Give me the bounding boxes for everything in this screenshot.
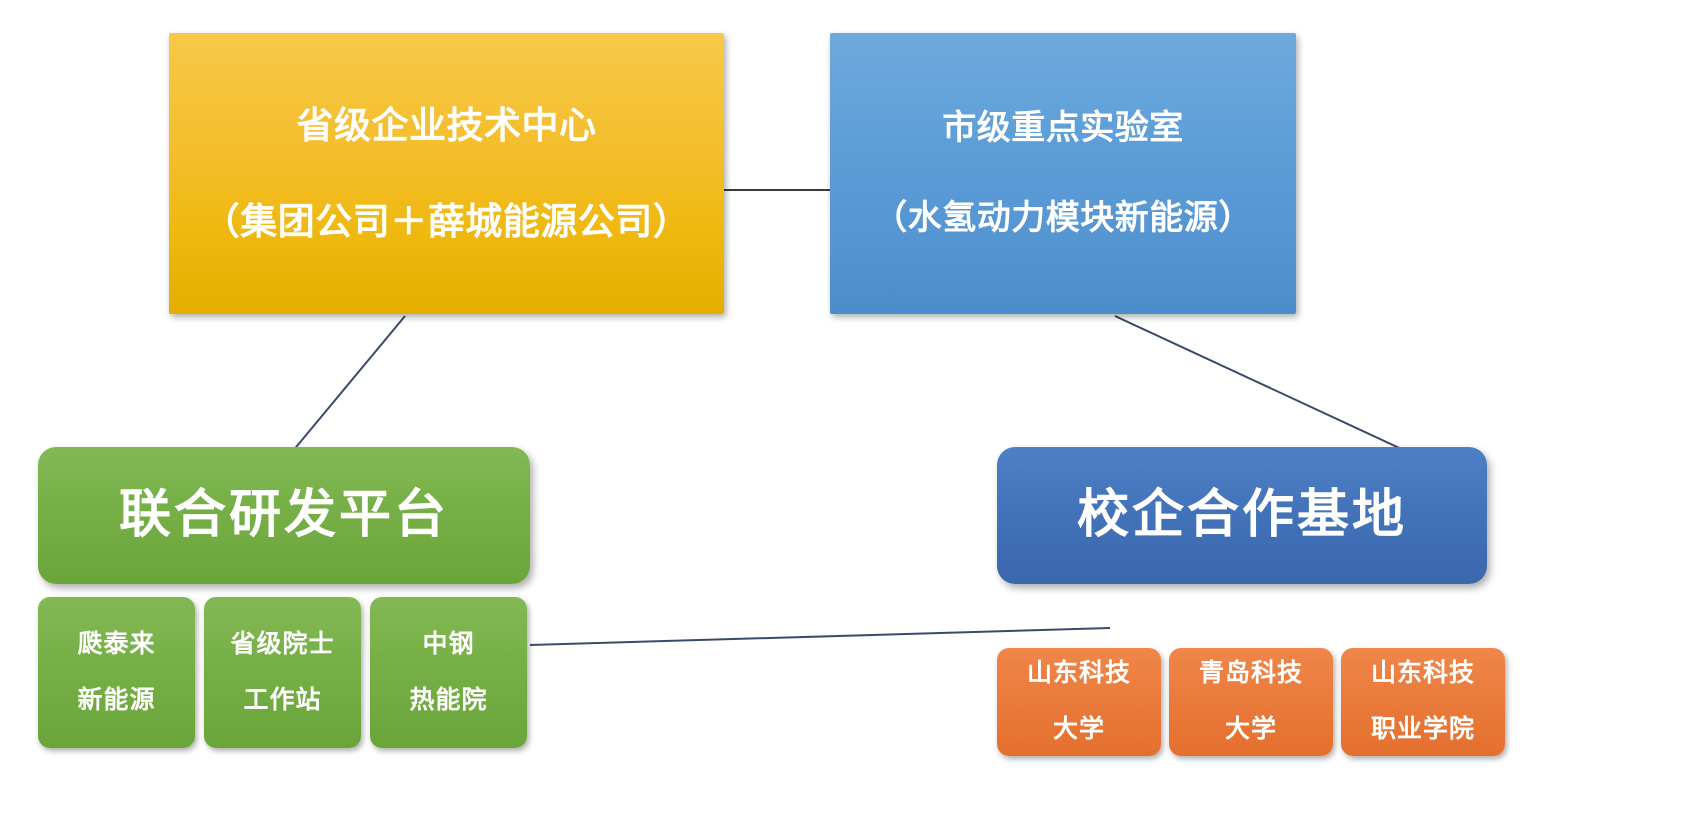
node-title-line-2: （水氢动力模块新能源） xyxy=(873,198,1253,237)
node-label-line-2: 热能院 xyxy=(409,685,488,714)
node-label-line-2: 大学 xyxy=(1052,715,1105,743)
node-school-enterprise-base[interactable]: 校企合作基地 xyxy=(997,447,1487,584)
node-sdust-vocational[interactable]: 山东科技 职业学院 xyxy=(1341,648,1505,756)
connector-keylab-to-coopbase xyxy=(1114,315,1409,453)
node-title-line-1: 市级重点实验室 xyxy=(942,108,1184,147)
connector-techcenter-to-rdplatform xyxy=(291,315,406,453)
node-academician-workstation[interactable]: 省级院士 工作站 xyxy=(204,597,361,748)
node-provincial-tech-center[interactable]: 省级企业技术中心 （集团公司＋薛城能源公司） xyxy=(169,33,724,314)
node-label-line-1: 青岛科技 xyxy=(1198,659,1303,688)
node-label-line-1: 山东科技 xyxy=(1026,659,1131,688)
node-title-line-1: 省级企业技术中心 xyxy=(296,104,597,146)
node-label: 联合研发平台 xyxy=(118,486,449,545)
node-label-line-2: 工作站 xyxy=(243,685,322,714)
node-sdust[interactable]: 山东科技 大学 xyxy=(997,648,1161,756)
node-sinosteel-thermal[interactable]: 中钢 热能院 xyxy=(370,597,527,748)
node-putailai[interactable]: 瓞泰来 新能源 xyxy=(38,597,195,748)
node-label-line-2: 新能源 xyxy=(77,685,156,714)
node-label-line-1: 瓞泰来 xyxy=(77,629,156,658)
node-label: 校企合作基地 xyxy=(1076,486,1407,545)
node-label-line-2: 大学 xyxy=(1224,715,1277,743)
node-municipal-key-lab[interactable]: 市级重点实验室 （水氢动力模块新能源） xyxy=(830,33,1296,314)
node-title-line-2: （集团公司＋薛城能源公司） xyxy=(202,200,691,242)
node-qust[interactable]: 青岛科技 大学 xyxy=(1169,648,1333,756)
node-joint-rd-platform[interactable]: 联合研发平台 xyxy=(38,447,530,584)
connector-rdplatform-to-coopbase xyxy=(529,627,1111,646)
node-label-line-1: 省级院士 xyxy=(230,629,335,658)
node-label-line-1: 山东科技 xyxy=(1370,659,1475,688)
node-label-line-1: 中钢 xyxy=(422,629,475,658)
node-label-line-2: 职业学院 xyxy=(1370,715,1475,743)
